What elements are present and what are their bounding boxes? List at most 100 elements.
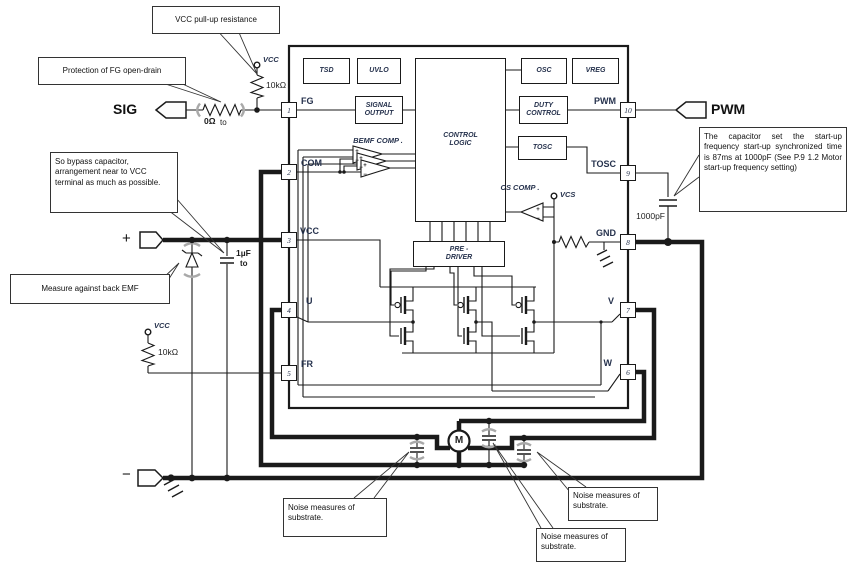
half-bridge-v <box>515 287 535 353</box>
ic-outline <box>287 44 630 410</box>
fr-pullup-resistor <box>140 342 156 367</box>
block-uvlo: UVLO <box>357 58 401 84</box>
pin-label-w: W <box>603 358 613 368</box>
series-resistor-qualifier: to <box>220 118 227 127</box>
resistors <box>140 74 590 367</box>
u-phase-bus <box>269 307 450 451</box>
callout-bypass: So bypass capacitor, arrangement near to… <box>50 152 178 213</box>
motor-label: M <box>454 435 464 446</box>
motor-circle <box>447 429 471 453</box>
pin-6: 6 <box>620 364 636 380</box>
cs-comp-label: CS COMP . <box>500 183 540 192</box>
callout-back-emf: Measure against back EMF <box>10 274 170 304</box>
block-signal-output-label: SIGNAL OUTPUT <box>364 101 394 117</box>
pin-8: 8 <box>620 234 636 250</box>
pin-10: 10 <box>620 102 636 118</box>
ground-icon <box>596 249 614 268</box>
pin-label-v: V <box>607 296 614 306</box>
sig-terminal-arrow <box>154 101 187 119</box>
vcs-terminal <box>550 192 558 200</box>
block-tsd-label: TSD <box>319 66 334 74</box>
terminals <box>137 101 707 487</box>
gnd-bus <box>163 239 705 481</box>
half-bridge-w <box>457 287 477 353</box>
pin-5: 5 <box>281 365 297 381</box>
block-vreg-label: VREG <box>585 66 606 74</box>
zener-diode <box>185 251 199 268</box>
plus-terminal-arrow <box>139 231 164 249</box>
pin-label-fr: FR <box>301 359 313 369</box>
fr-pullup-value: 10kΩ <box>158 347 179 357</box>
vcc-top-label: VCC <box>263 55 279 64</box>
block-tosc-label: TOSC <box>532 143 553 151</box>
pin-4: 4 <box>281 302 297 318</box>
v-phase-bus <box>468 307 657 451</box>
minus-sign: − <box>355 158 359 164</box>
plus-terminal-label: + <box>122 230 131 247</box>
pin-label-u: U <box>306 296 313 306</box>
plus-sign: + <box>363 163 367 169</box>
pin-label-fg: FG <box>301 96 314 106</box>
cs-comparator <box>519 202 544 222</box>
minus-terminal-arrow <box>137 469 165 487</box>
callout-fg-protection: Protection of FG open-drain <box>38 57 186 85</box>
series-resistor-value: 0Ω <box>204 116 216 126</box>
com-bus <box>258 169 524 468</box>
callout-startup: The capacitor set the start-up frequency… <box>699 127 847 212</box>
pin-1: 1 <box>281 102 297 118</box>
mosfet-bridge <box>394 287 535 353</box>
vcs-label: VCS <box>560 190 576 199</box>
block-duty-control: DUTY CONTROL <box>519 96 568 124</box>
bemf-comparators <box>352 145 392 178</box>
block-osc: OSC <box>521 58 567 84</box>
block-uvlo-label: UVLO <box>369 66 389 74</box>
bypass-cap-qualifier: to <box>240 259 248 268</box>
vcc-terminal-left <box>144 328 152 336</box>
series-resistor <box>202 103 242 117</box>
block-pre-driver: PRE - DRIVER <box>413 241 505 267</box>
minus-sign: − <box>536 216 540 222</box>
minus-sign: − <box>359 165 363 171</box>
callout-noise-1: Noise measures of substrate. <box>283 498 387 537</box>
block-tosc: TOSC <box>518 136 567 160</box>
block-control-logic: CONTROL LOGIC <box>415 58 506 222</box>
block-duty-control-label: DUTY CONTROL <box>526 101 561 117</box>
vcc-left-label: VCC <box>154 321 170 330</box>
junction-dots <box>167 107 672 482</box>
fg-pullup-resistor <box>249 74 265 99</box>
half-bridge-u <box>394 287 414 353</box>
pin-label-com: COM <box>301 158 322 168</box>
bemf-comp-label: BEMF COMP . <box>353 136 403 145</box>
block-vreg: VREG <box>572 58 619 84</box>
pin-label-vcc: VCC <box>300 226 320 236</box>
plus-sign: + <box>355 149 359 155</box>
callout-noise-3: Noise measures of substrate. <box>536 528 626 562</box>
block-pre-driver-label: PRE - DRIVER <box>445 245 473 261</box>
signal-wires <box>147 68 677 478</box>
vcc-terminal-top <box>253 61 261 69</box>
minus-terminal-label: − <box>122 466 131 483</box>
pin-7: 7 <box>620 302 636 318</box>
callout-vcc-pullup: VCC pull-up resistance <box>152 6 280 34</box>
block-signal-output: SIGNAL OUTPUT <box>355 96 403 124</box>
bypass-cap-value: 1µF <box>236 248 251 258</box>
pin-label-gnd: GND <box>596 228 616 238</box>
supply-terminals <box>144 61 558 336</box>
pin-2: 2 <box>281 164 297 180</box>
block-osc-label: OSC <box>536 66 552 74</box>
pin-3: 3 <box>281 232 297 248</box>
pwm-label: PWM <box>711 101 746 117</box>
comparator-signs: + − + − + − + − <box>355 149 540 222</box>
sig-label: SIG <box>113 101 138 117</box>
ground-icon <box>163 478 184 498</box>
fg-pullup-value: 10kΩ <box>266 80 287 90</box>
pin-label-pwm: PWM <box>594 96 616 106</box>
startup-cap-value: 1000pF <box>636 211 665 221</box>
w-phase-bus <box>459 369 647 424</box>
gnd-sense-resistor <box>558 235 590 249</box>
minus-sign: − <box>363 172 367 178</box>
plus-sign: + <box>359 156 363 162</box>
callout-noise-2: Noise measures of substrate. <box>568 487 658 521</box>
